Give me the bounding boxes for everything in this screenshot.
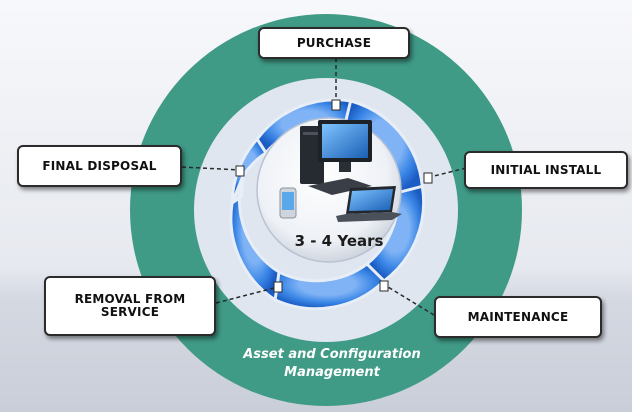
stage-initial-install-label: INITIAL INSTALL <box>464 151 628 189</box>
laptop-icon <box>336 186 402 222</box>
connector-removal <box>215 286 279 304</box>
stage-removal-text-line1: REMOVAL FROM <box>74 292 186 306</box>
stage-maintenance-label: MAINTENANCE <box>434 296 602 338</box>
caption-line-2: Management <box>284 365 380 380</box>
stage-maintenance-text: MAINTENANCE <box>467 309 569 324</box>
stage-purchase-label: PURCHASE <box>258 27 410 59</box>
desktop-computer-icon <box>300 120 372 195</box>
node-maintenance <box>379 280 389 292</box>
stage-removal-text-line2: SERVICE <box>100 305 160 319</box>
node-final-disposal <box>235 165 245 177</box>
stage-initial-install-text: INITIAL INSTALL <box>490 162 602 177</box>
connector-maintenance <box>387 286 435 316</box>
phone-icon <box>279 187 297 219</box>
connector-lines <box>181 58 467 316</box>
stage-removal-label: REMOVAL FROM SERVICE <box>44 276 216 336</box>
connector-initial-install <box>429 167 467 178</box>
node-removal <box>273 281 283 293</box>
node-purchase <box>331 99 341 111</box>
segment-closing <box>230 136 268 204</box>
connector-nodes <box>235 99 433 293</box>
diagram-caption: Asset and Configuration Management <box>222 346 442 382</box>
stage-final-disposal-text: FINAL DISPOSAL <box>42 158 157 173</box>
stage-final-disposal-label: FINAL DISPOSAL <box>17 145 182 187</box>
caption-line-1: Asset and Configuration <box>243 347 421 362</box>
lifecycle-duration-label: 3 - 4 Years <box>294 232 384 250</box>
node-initial-install <box>423 172 433 184</box>
stage-purchase-text: PURCHASE <box>296 35 372 50</box>
connector-final-disposal <box>181 166 241 171</box>
